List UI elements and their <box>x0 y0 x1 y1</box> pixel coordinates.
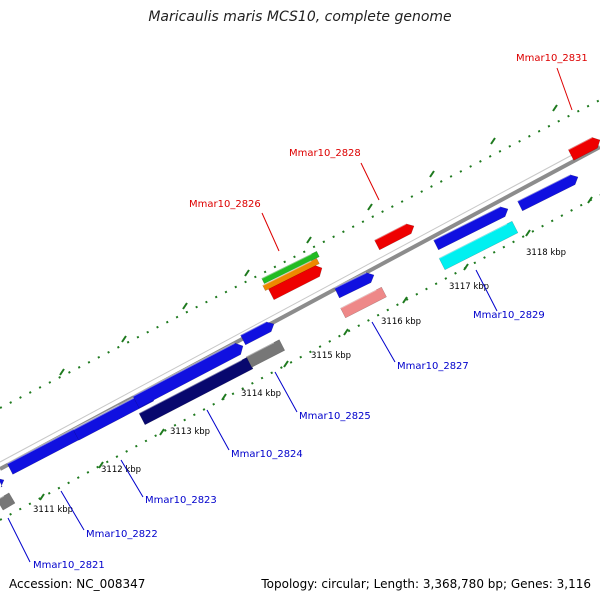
major-tick <box>429 170 435 178</box>
gene-feature-gray-shine <box>245 341 275 358</box>
gene-label: Mmar10_2827 <box>397 361 469 372</box>
backbone-highlight <box>0 139 600 463</box>
major-tick <box>221 393 227 401</box>
major-tick <box>490 137 496 145</box>
scale-tick-label: 3116 kbp <box>381 317 421 327</box>
major-tick <box>121 335 127 343</box>
gene-feature-red-shine <box>567 136 593 151</box>
gene-feature-blue-shine <box>517 174 571 202</box>
gene-leader-line <box>475 269 498 312</box>
gene-leader-line <box>206 409 230 451</box>
scale-tick-label: 3115 kbp <box>311 351 351 361</box>
accession-text: Accession: NC_008347 <box>9 577 146 591</box>
gene-label: Mmar10_2825 <box>299 411 371 422</box>
gene-label: Mmar10_2822 <box>86 529 158 540</box>
label-layer: 3111 kbp 3112 kbp 3113 kbp 3114 kbp 3115 kbp… <box>7 53 588 571</box>
scale-tick-label: 3112 kbp <box>101 465 141 475</box>
gene-label: Mmar10_2823 <box>145 495 217 506</box>
gene-leader-line <box>261 212 280 252</box>
gene-feature-cyan <box>438 220 519 271</box>
major-tick <box>463 263 469 271</box>
scale-tick-label: 3114 kbp <box>241 389 281 399</box>
gene-leader-line <box>274 371 298 413</box>
gene-feature-navy <box>138 356 254 426</box>
major-tick <box>552 104 558 112</box>
major-tick <box>367 203 373 211</box>
gene-feature-blue-shine <box>334 272 367 289</box>
gene-feature-gray <box>245 339 286 368</box>
major-tick <box>159 428 165 436</box>
gene-feature-red-shine <box>374 223 407 241</box>
gene-leader-line <box>371 321 396 363</box>
gene-label: Mmar10_2821 <box>33 560 105 571</box>
gene-feature-pink <box>340 286 387 319</box>
major-tick <box>402 296 408 304</box>
gene-feature-blue <box>0 478 5 488</box>
gene-label: Mmar10_2824 <box>231 449 303 460</box>
map-title: Maricaulis maris MCS10, complete genome <box>148 9 452 25</box>
gene-feature-blue <box>334 272 375 299</box>
major-tick <box>587 196 593 204</box>
gene-feature-gray-shine <box>0 495 5 499</box>
gene-leader-line <box>556 67 573 111</box>
upper-dot-track <box>0 99 600 409</box>
gene-feature-green-shine <box>261 253 312 279</box>
gene-feature-orange <box>262 258 320 291</box>
scale-tick-label: 3113 kbp <box>170 427 210 437</box>
gene-feature-blue <box>132 342 244 409</box>
gene-feature-blue-shine <box>240 321 267 336</box>
gene-feature-blue <box>433 206 509 251</box>
gene-label: Mmar10_2828 <box>289 148 361 159</box>
gene-leader-line <box>7 517 31 563</box>
feature-layer <box>0 136 600 511</box>
gene-feature-blue <box>517 174 579 212</box>
gene-feature-navy-shine <box>138 359 243 414</box>
major-tick <box>244 269 250 277</box>
gene-feature-blue-shine <box>433 206 501 241</box>
gene-feature-blue-shine <box>132 342 236 397</box>
gene-leader-line <box>360 162 380 201</box>
scale-tick-label: 3118 kbp <box>526 248 566 258</box>
gene-feature-red <box>374 223 415 251</box>
gene-leader-line <box>120 459 144 498</box>
gene-feature-orange-shine <box>262 260 312 286</box>
gene-leader-line <box>60 490 85 531</box>
major-tick <box>59 368 65 376</box>
genome-summary-text: Topology: circular; Length: 3,368,780 bp… <box>261 577 591 591</box>
scale-tick-label: 3111 kbp <box>33 505 73 515</box>
gene-feature-red <box>567 137 600 161</box>
major-tick <box>182 302 188 310</box>
gene-label: Mmar10_2831 <box>516 53 588 64</box>
major-tick <box>306 236 312 244</box>
major-tick <box>283 360 289 368</box>
gene-feature-green <box>261 251 320 284</box>
gene-feature-pink-shine <box>340 289 377 309</box>
gene-label: Mmar10_2826 <box>189 199 261 210</box>
gene-feature-blue-shine <box>6 404 120 465</box>
major-tick <box>39 493 45 501</box>
lower-dot-track <box>0 194 600 521</box>
gene-label: Mmar10_2829 <box>473 310 545 321</box>
major-tick <box>525 229 531 237</box>
gene-feature-gray <box>0 492 16 511</box>
major-tick <box>98 461 104 469</box>
scale-tick-label: 3117 kbp <box>449 282 489 292</box>
major-tick <box>343 328 349 336</box>
gene-feature-cyan-shine <box>438 223 508 259</box>
gene-feature-blue <box>240 321 275 346</box>
